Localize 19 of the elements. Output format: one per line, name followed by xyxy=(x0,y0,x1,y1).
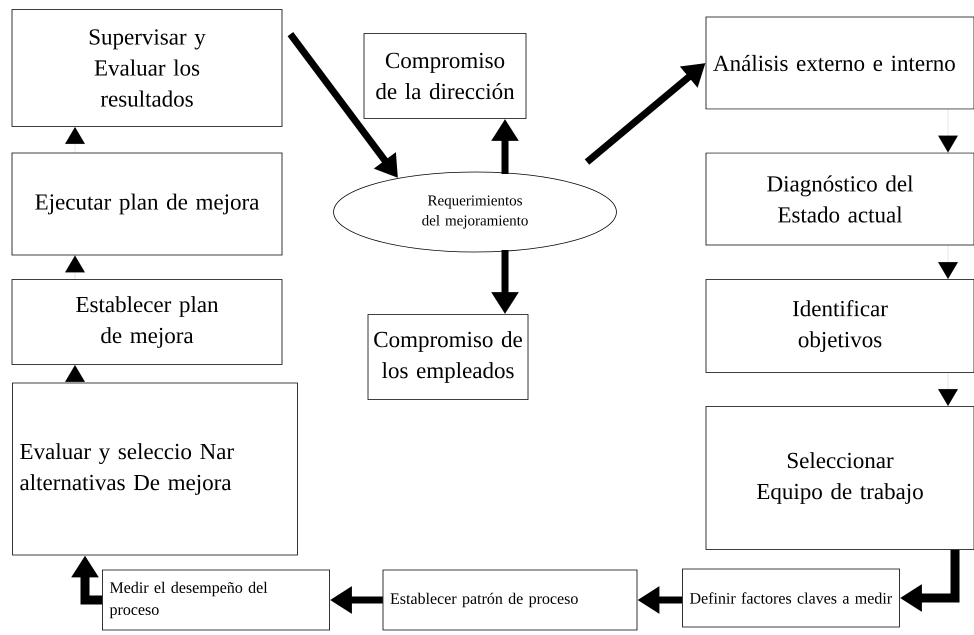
process-box: Evaluar y seleccio Nar alternativas De mejora xyxy=(12,382,298,556)
process-box: Análisis externo e interno xyxy=(706,16,974,110)
arrow xyxy=(938,109,958,153)
process-box: Compromiso de los empleados xyxy=(368,314,528,400)
arrow xyxy=(938,245,958,280)
process-box: Diagnóstico del Estado actual xyxy=(706,152,974,246)
arrow xyxy=(65,255,85,280)
process-box: Definir factores claves a medir xyxy=(682,568,900,628)
arrow xyxy=(65,364,85,383)
process-box: Compromiso de la dirección xyxy=(364,33,526,119)
process-box: Ejecutar plan de mejora xyxy=(12,152,282,256)
process-box: Establecer patrón de proceso xyxy=(382,570,638,630)
process-box: Seleccionar Equipo de trabajo xyxy=(706,406,974,550)
process-box: Establecer plan de mejora xyxy=(12,279,282,365)
process-box: Identificar objetivos xyxy=(706,279,974,373)
arrow xyxy=(65,126,85,153)
arrow xyxy=(938,372,958,406)
process-box: Supervisar y Evaluar los resultados xyxy=(12,9,282,127)
process-box: Medir el desempeño del proceso xyxy=(102,570,330,630)
